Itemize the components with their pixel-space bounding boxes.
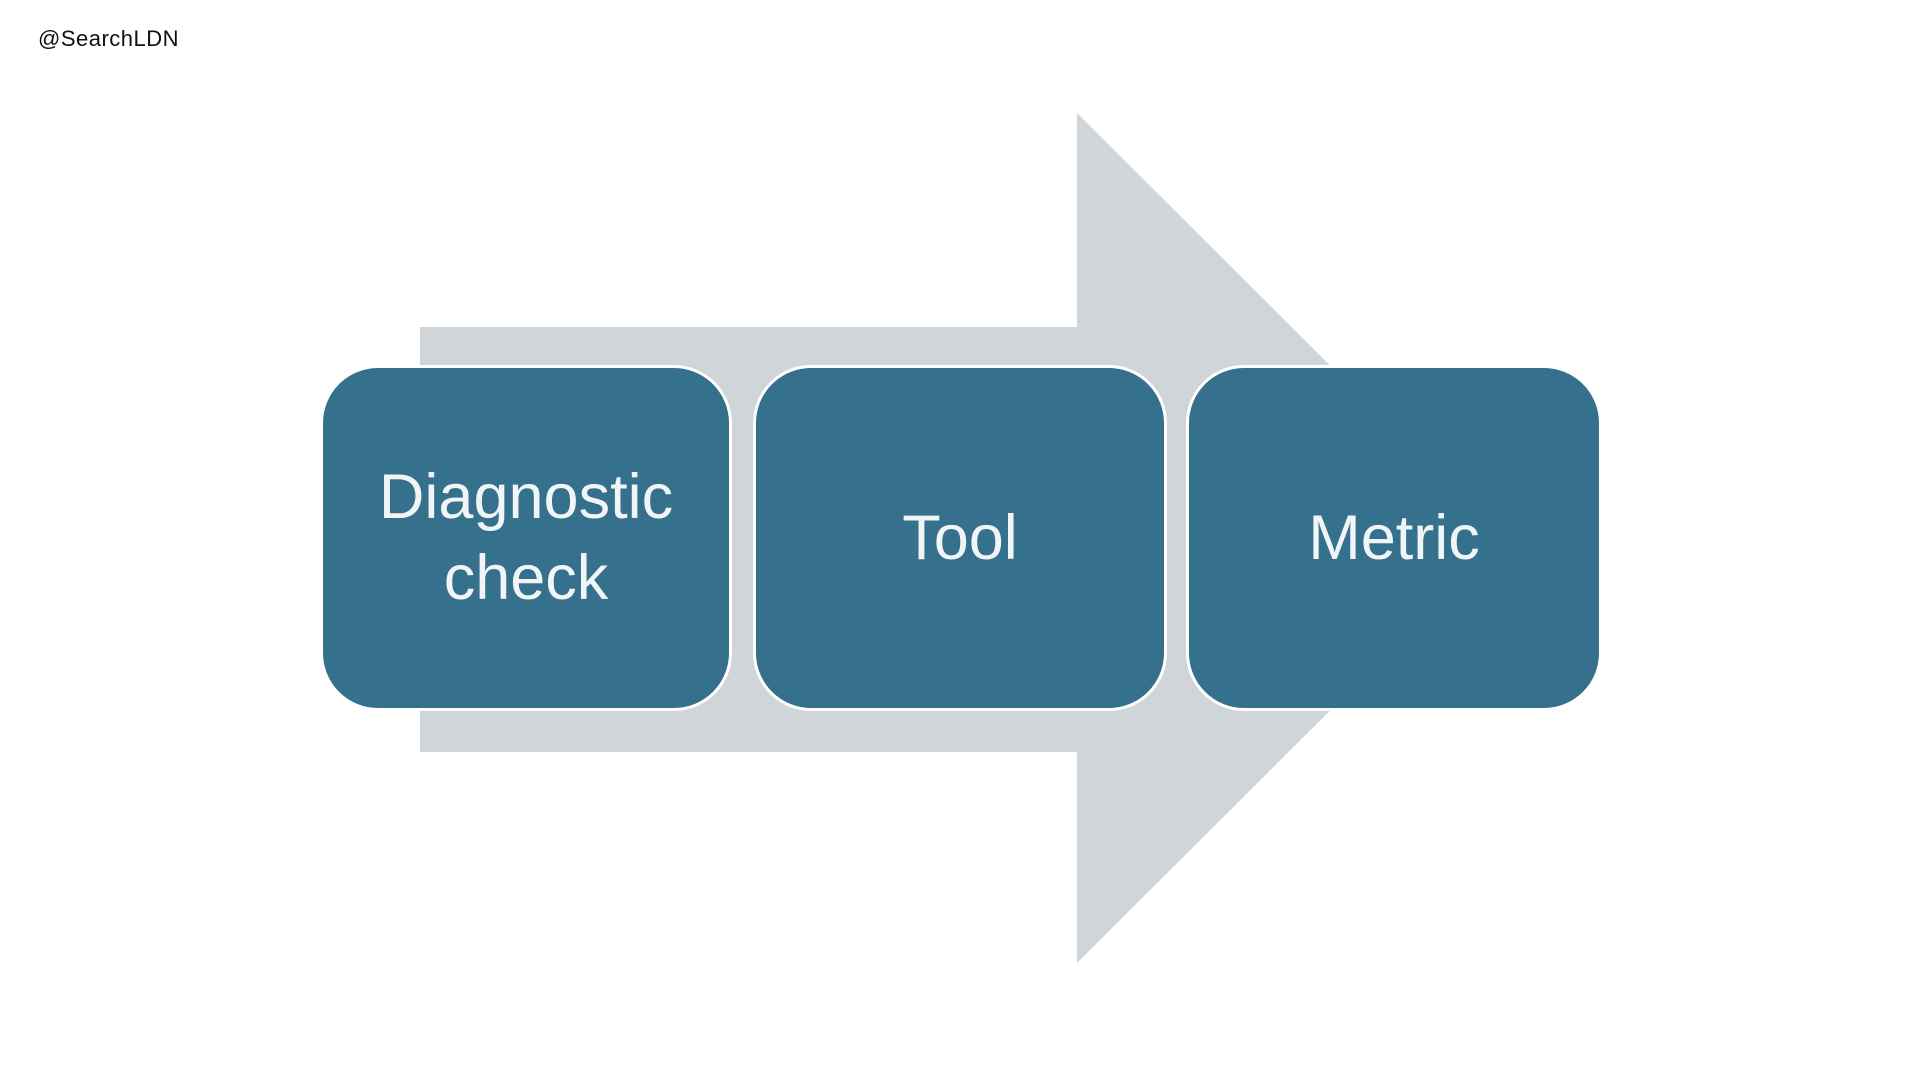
step-label: Tool <box>902 502 1018 573</box>
step-box-tool: Tool <box>753 365 1167 711</box>
step-label: Diagnostic check <box>378 462 674 613</box>
step-box-metric: Metric <box>1186 365 1602 711</box>
watermark-handle: @SearchLDN <box>38 26 180 51</box>
step-box-diagnostic-check: Diagnostic check <box>320 365 732 711</box>
step-label: Metric <box>1308 502 1480 573</box>
